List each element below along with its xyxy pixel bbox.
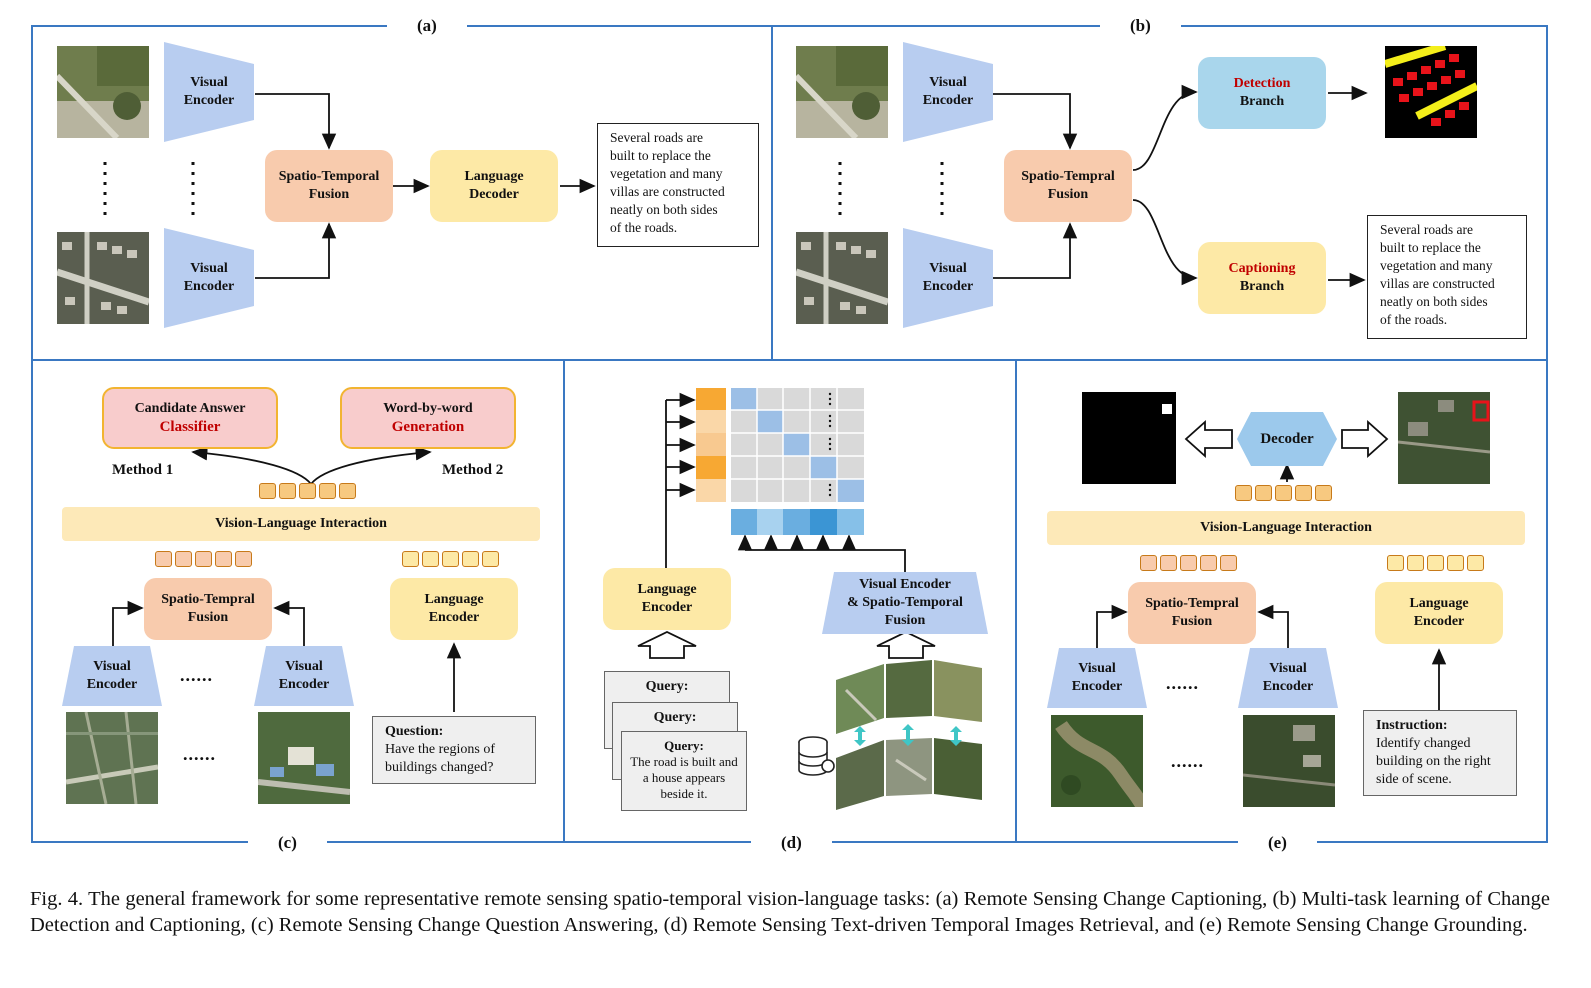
database-icon bbox=[798, 736, 835, 776]
decoder-hexagon bbox=[1237, 412, 1337, 466]
ellipsis-images-e: ...... bbox=[1171, 751, 1204, 771]
candidate-line1: Candidate Answer bbox=[134, 401, 246, 416]
vision-language-interaction-e: Vision-Language Interaction bbox=[1047, 511, 1525, 545]
spatio-temporal-fusion-a: Spatio-Temporal Fusion bbox=[265, 150, 393, 222]
caption-output-a: Several roads are built to replace the v… bbox=[597, 123, 759, 247]
token-row-e-visual bbox=[1140, 555, 1237, 571]
satellite-image-t2-a bbox=[57, 232, 149, 324]
panel-label-e: (e) bbox=[1238, 833, 1317, 853]
detection-branch: Detection Branch bbox=[1198, 57, 1326, 129]
visual-encoder-t1-a: Visual Encoder bbox=[164, 42, 254, 142]
method-2-label: Method 2 bbox=[442, 462, 504, 478]
token-row-e-top bbox=[1235, 485, 1332, 501]
query-label-back-2: Query: bbox=[645, 679, 689, 694]
change-detection-mask bbox=[1385, 46, 1477, 138]
spatio-temporal-fusion-b: Spatio-Tempral Fusion bbox=[1004, 150, 1132, 222]
language-decoder-a: Language Decoder bbox=[430, 150, 558, 222]
query-token-column bbox=[696, 388, 726, 502]
satellite-image-t2-b bbox=[796, 232, 888, 324]
grounding-image-with-box bbox=[1398, 392, 1490, 484]
query-text: The road is built and a house appears be… bbox=[630, 754, 738, 801]
ellipsis-encoders-e: ...... bbox=[1166, 673, 1199, 693]
visual-encoder-t1-b: Visual Encoder bbox=[903, 42, 993, 142]
generation-word: Generation bbox=[391, 419, 465, 435]
instruction-box: Instruction: Identify changed building o… bbox=[1363, 710, 1517, 796]
query-card-front: Query: The road is built and a house app… bbox=[621, 731, 747, 811]
word-by-word-generation: Word-by-word Generation bbox=[340, 387, 516, 449]
question-box: Question: Have the regions of buildings … bbox=[372, 716, 536, 784]
figure-caption: Fig. 4. The general framework for some r… bbox=[30, 888, 1550, 936]
captioning-branch-word: Branch bbox=[1239, 279, 1285, 294]
visual-encoder-fusion-d: Visual Encoder & Spatio-Temporal Fusion bbox=[822, 572, 988, 634]
visual-encoder-t2-e: Visual Encoder bbox=[1238, 648, 1338, 708]
satellite-image-t1-e bbox=[1051, 715, 1143, 807]
panel-label-c: (c) bbox=[248, 833, 327, 853]
query-label-front: Query: bbox=[664, 738, 704, 753]
visual-encoder-t2-b: Visual Encoder bbox=[903, 228, 993, 328]
candidate-answer-classifier: Candidate Answer Classifier bbox=[102, 387, 278, 449]
ellipsis-encoders-c: ...... bbox=[180, 665, 213, 685]
panel-label-a: (a) bbox=[387, 16, 467, 36]
visual-encoder-t1-c: Visual Encoder bbox=[62, 646, 162, 706]
visual-encoder-t1-e: Visual Encoder bbox=[1047, 648, 1147, 708]
detection-word: Detection bbox=[1233, 76, 1291, 91]
method-1-label: Method 1 bbox=[112, 462, 174, 478]
caption-output-b: Several roads are built to replace the v… bbox=[1367, 215, 1527, 339]
vision-language-interaction-c: Vision-Language Interaction bbox=[62, 507, 540, 541]
classifier-word: Classifier bbox=[159, 419, 221, 435]
word-line1: Word-by-word bbox=[383, 401, 473, 416]
satellite-image-t2-e bbox=[1243, 715, 1335, 807]
captioning-word: Captioning bbox=[1228, 261, 1296, 276]
token-row-e-language bbox=[1387, 555, 1484, 571]
question-label: Question: bbox=[385, 724, 444, 739]
token-row-c-language bbox=[402, 551, 499, 567]
panel-label-b: (b) bbox=[1100, 16, 1181, 36]
image-token-row bbox=[731, 509, 864, 535]
satellite-image-t2-c bbox=[258, 712, 350, 804]
query-label-back-1: Query: bbox=[653, 710, 697, 725]
decoder-label-e: Decoder bbox=[1260, 431, 1314, 447]
visual-encoder-t2-a: Visual Encoder bbox=[164, 228, 254, 328]
language-encoder-d: Language Encoder bbox=[603, 568, 731, 630]
similarity-matrix bbox=[731, 388, 864, 502]
detection-branch-word: Branch bbox=[1239, 94, 1285, 109]
token-row-c-top bbox=[259, 483, 356, 499]
question-text: Have the regions of buildings changed? bbox=[385, 742, 496, 775]
language-encoder-c: Language Encoder bbox=[390, 578, 518, 640]
instruction-text: Identify changed building on the right s… bbox=[1376, 736, 1491, 787]
spatio-temporal-fusion-e: Spatio-Tempral Fusion bbox=[1128, 582, 1256, 644]
captioning-branch: Captioning Branch bbox=[1198, 242, 1326, 314]
ellipsis-images-c: ...... bbox=[183, 744, 216, 764]
satellite-image-t1-a bbox=[57, 46, 149, 138]
grounding-mask bbox=[1082, 392, 1176, 484]
token-row-c-visual bbox=[155, 551, 252, 567]
visual-encoder-t2-c: Visual Encoder bbox=[254, 646, 354, 706]
satellite-image-t1-b bbox=[796, 46, 888, 138]
satellite-image-t1-c bbox=[66, 712, 158, 804]
language-encoder-e: Language Encoder bbox=[1375, 582, 1503, 644]
panel-label-d: (d) bbox=[751, 833, 832, 853]
spatio-temporal-fusion-c: Spatio-Tempral Fusion bbox=[144, 578, 272, 640]
temporal-image-pairs bbox=[836, 660, 982, 810]
instruction-label: Instruction: bbox=[1376, 718, 1448, 733]
